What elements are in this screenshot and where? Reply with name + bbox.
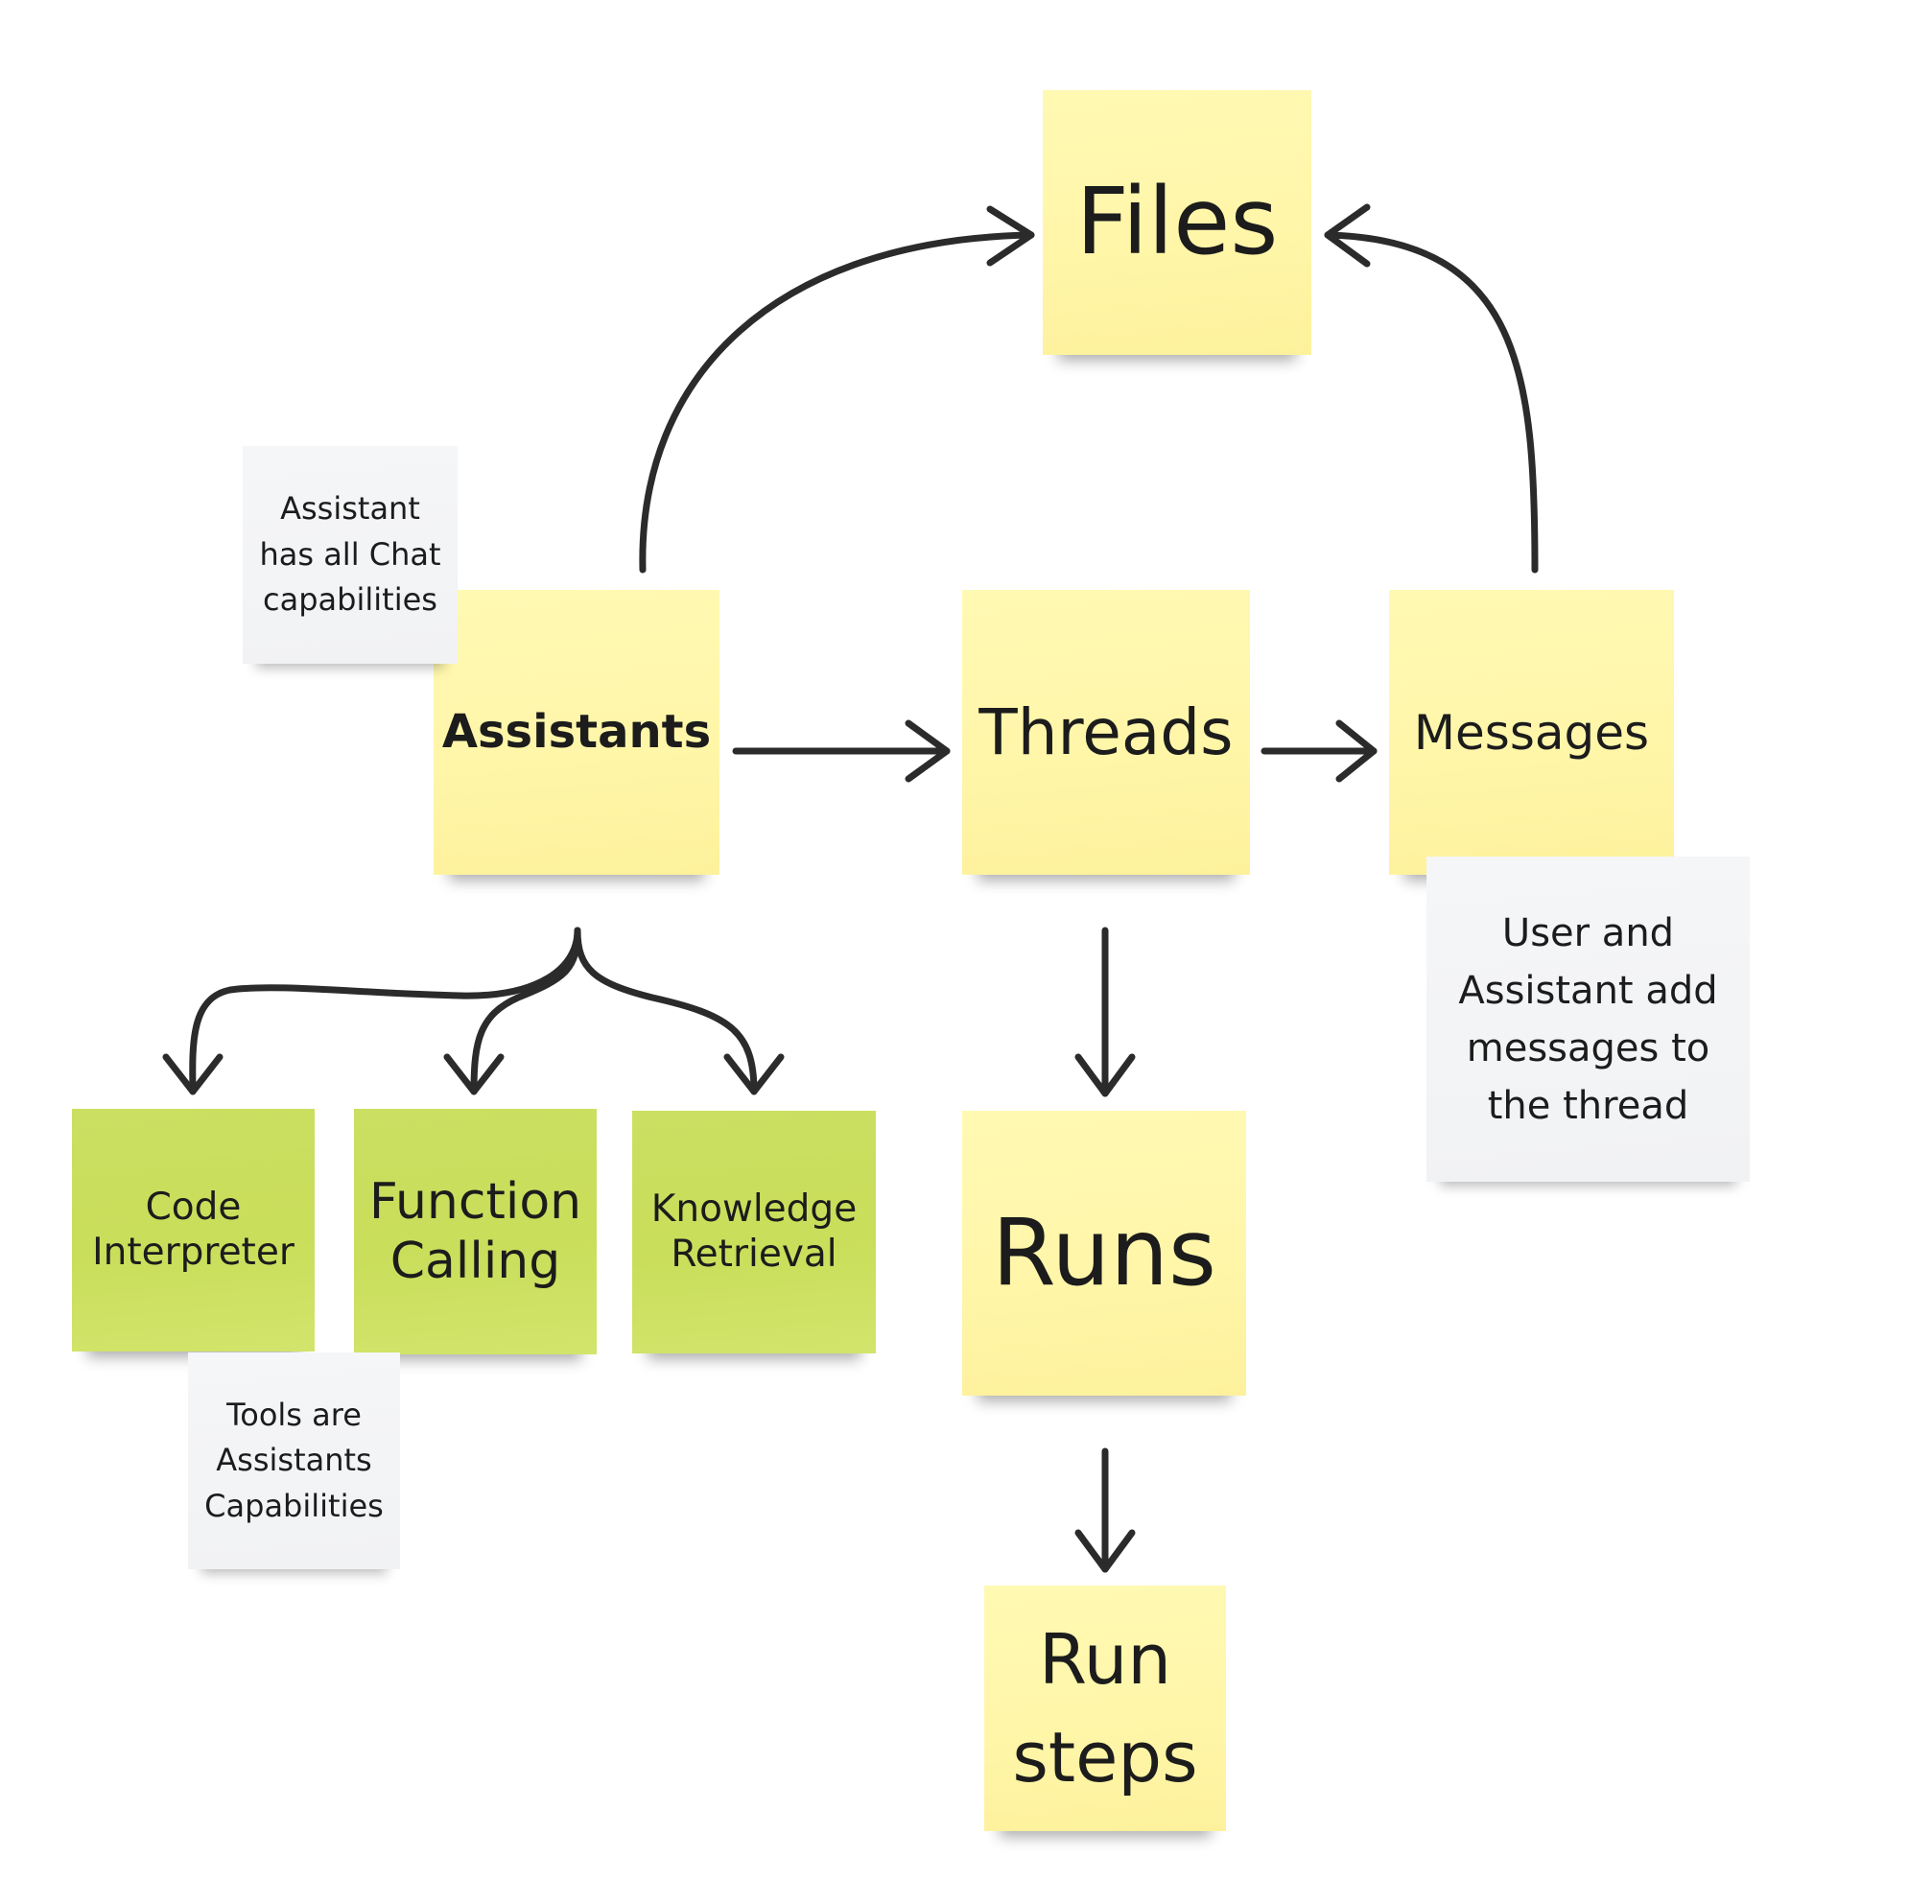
caption-line: the thread xyxy=(1487,1083,1689,1128)
caption-line: has all Chat xyxy=(259,535,441,573)
caption-line: Assistant xyxy=(280,490,420,528)
caption-tools[interactable]: Tools are Assistants Capabilities xyxy=(188,1352,400,1569)
caption-line: capabilities xyxy=(263,581,437,619)
caption-line: Tools are xyxy=(226,1397,362,1434)
note-messages-line: Messages xyxy=(1413,704,1650,761)
note-threads[interactable]: Threads xyxy=(962,590,1250,875)
note-code-interpreter-line: Interpreter xyxy=(92,1230,295,1274)
arrow-threads-to-messages-head xyxy=(1335,719,1378,783)
note-assistants[interactable]: Assistants xyxy=(434,590,719,875)
arrow-assistants-to-threads-head xyxy=(905,719,951,783)
note-run-steps-line: Run xyxy=(1038,1618,1172,1700)
caption-line: Capabilities xyxy=(204,1487,384,1524)
note-knowledge-retrieval-text: Knowledge Retrieval xyxy=(651,1187,857,1278)
note-files[interactable]: Files xyxy=(1043,90,1311,355)
note-files-line: Files xyxy=(1075,168,1279,276)
note-threads-line: Threads xyxy=(978,694,1234,769)
note-runs-text: Runs xyxy=(992,1198,1216,1308)
note-run-steps[interactable]: Run steps xyxy=(984,1586,1226,1831)
caption-line: User and xyxy=(1501,910,1675,955)
note-function-calling[interactable]: Function Calling xyxy=(354,1109,597,1354)
caption-messages-text: User and Assistant add messages to the t… xyxy=(1458,905,1717,1135)
caption-messages[interactable]: User and Assistant add messages to the t… xyxy=(1426,857,1750,1182)
arrow-messages-to-files xyxy=(1324,231,1539,574)
arrow-runs-to-run-steps-head xyxy=(1074,1529,1136,1573)
note-assistants-line: Assistants xyxy=(441,704,712,759)
note-code-interpreter-text: Code Interpreter xyxy=(92,1186,295,1276)
note-knowledge-retrieval[interactable]: Knowledge Retrieval xyxy=(632,1111,876,1353)
note-runs-line: Runs xyxy=(991,1198,1217,1306)
note-knowledge-retrieval-line: Knowledge xyxy=(650,1187,858,1231)
arrow-threads-to-runs-head xyxy=(1074,1053,1136,1097)
note-threads-text: Threads xyxy=(978,694,1233,770)
caption-assistant-capabilities-text: Assistant has all Chat capabilities xyxy=(259,486,440,623)
note-files-text: Files xyxy=(1076,167,1279,277)
arrow-assistants-to-function-calling xyxy=(470,927,581,1095)
caption-tools-text: Tools are Assistants Capabilities xyxy=(204,1393,384,1528)
note-function-calling-line: Function xyxy=(368,1172,582,1231)
note-run-steps-text: Run steps xyxy=(1012,1610,1197,1806)
note-messages-text: Messages xyxy=(1414,704,1649,762)
note-code-interpreter[interactable]: Code Interpreter xyxy=(72,1109,315,1352)
arrow-assistants-to-code-interpreter xyxy=(189,927,581,1095)
caption-line: messages to xyxy=(1466,1025,1710,1070)
arrow-assistants-to-knowledge-retrieval-head xyxy=(723,1053,785,1095)
note-function-calling-line: Calling xyxy=(389,1233,561,1290)
arrow-assistants-to-files-head xyxy=(986,205,1035,267)
arrow-messages-to-files-head xyxy=(1324,203,1371,268)
note-knowledge-retrieval-line: Retrieval xyxy=(671,1232,837,1276)
caption-line: Assistants xyxy=(216,1442,372,1479)
arrow-assistants-to-knowledge-retrieval xyxy=(574,927,758,1095)
note-assistants-text: Assistants xyxy=(442,705,711,761)
note-function-calling-text: Function Calling xyxy=(369,1172,581,1292)
arrow-assistants-to-files xyxy=(639,231,1035,574)
note-runs[interactable]: Runs xyxy=(962,1111,1246,1396)
caption-line: Assistant add xyxy=(1458,968,1718,1013)
caption-assistant-capabilities[interactable]: Assistant has all Chat capabilities xyxy=(243,446,458,664)
arrow-assistants-to-code-interpreter-head xyxy=(162,1053,224,1095)
note-code-interpreter-line: Code xyxy=(145,1185,242,1229)
note-messages[interactable]: Messages xyxy=(1389,590,1674,875)
arrow-assistants-to-function-calling-head xyxy=(443,1053,505,1095)
note-run-steps-line: steps xyxy=(1012,1717,1198,1798)
